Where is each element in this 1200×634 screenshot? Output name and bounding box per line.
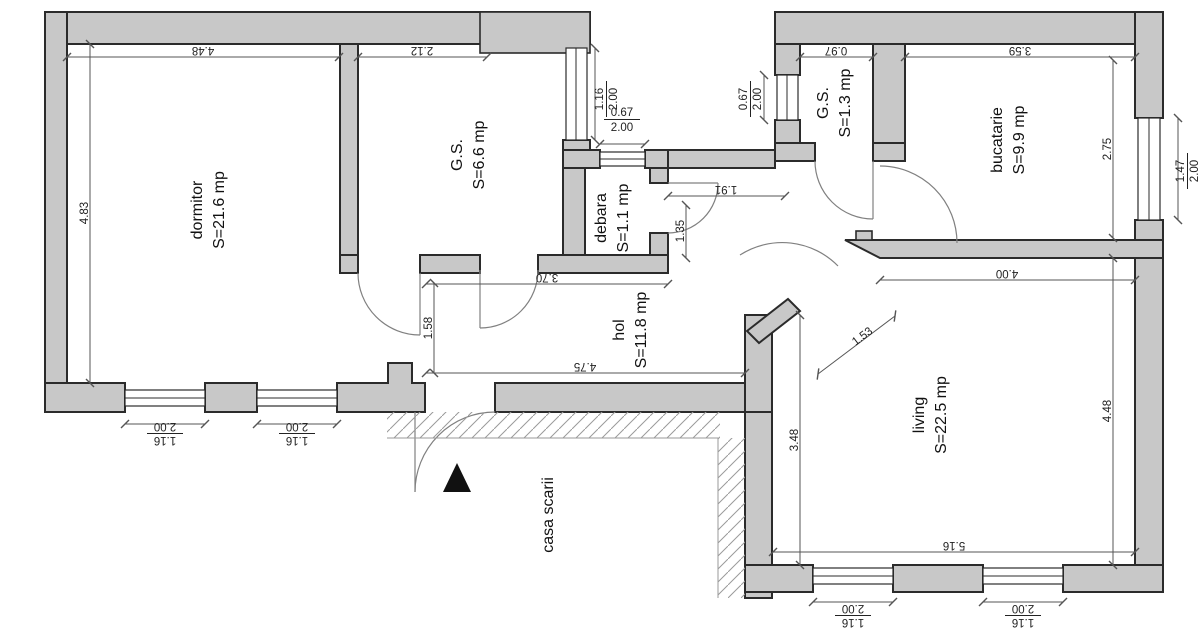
dim-living-bottom-width: 5.16: [943, 539, 965, 551]
room-label-debara: debara S=1.1 mp: [593, 183, 632, 252]
room-label-dormitor: dormitor S=21.6 mp: [189, 171, 228, 249]
window-label-den: 2.00: [608, 88, 620, 110]
walls: [44, 11, 1164, 599]
room-name: hol: [611, 319, 628, 340]
window-label-num: 1.16: [594, 88, 606, 110]
door-gs-mica: [814, 160, 874, 220]
window-gs-mica: [776, 74, 799, 121]
room-area: S=1.3 mp: [837, 68, 854, 137]
window-label-debara: 0.67 2.00: [604, 107, 640, 134]
room-name: living: [911, 397, 928, 433]
room-name: debara: [593, 193, 610, 243]
dim-hol-bottom-width: 4.75: [574, 360, 596, 372]
room-name: G.S.: [815, 87, 832, 119]
door-dormitor: [357, 272, 421, 336]
dim-hol-left-height: 1.58: [423, 317, 435, 339]
door-gs-mare: [479, 269, 539, 329]
room-area: S=1.1 mp: [615, 183, 632, 252]
room-label-casa-scarii: casa scarii: [540, 477, 557, 553]
window-label-den: 2.00: [286, 420, 308, 432]
window-bucatarie: [1137, 117, 1161, 221]
window-label-num: 1.47: [1175, 160, 1187, 182]
dimension-labels: 4.48 4.83 2.12 0.97 3.59 2.75 3.70 1.91 …: [79, 44, 1200, 628]
dim-dormitor-width: 4.48: [192, 44, 214, 56]
dim-gs-mica-width: 0.97: [825, 44, 847, 56]
room-area: S=11.8 mp: [633, 292, 650, 369]
dim-gs-mare-width: 2.12: [411, 44, 433, 56]
room-name: bucatarie: [989, 107, 1006, 173]
window-label-living-2: 1.16 2.00: [1005, 602, 1041, 628]
window-label-den: 2.00: [154, 420, 176, 432]
window-label-bucatarie: 1.47 2.00: [1175, 153, 1200, 189]
window-label-living-1: 1.16 2.00: [835, 602, 871, 628]
dim-alcove-width: 1.91: [715, 183, 737, 195]
dim-living-door-width: 1.53: [850, 325, 875, 348]
window-label-dormitor-2: 1.16 2.00: [279, 420, 315, 446]
dim-hol-top-width: 3.70: [536, 271, 558, 283]
room-area: S=6.6 mp: [471, 120, 488, 189]
dim-bucatarie-height: 2.75: [1102, 138, 1114, 160]
window-label-num: 1.16: [286, 434, 308, 446]
door-bucatarie: [879, 165, 958, 244]
window-label-dormitor-1: 1.16 2.00: [147, 420, 183, 446]
stairwell-hatch: [387, 412, 745, 598]
window-gs-mare: [565, 47, 588, 141]
window-label-num: 1.16: [842, 616, 864, 628]
room-labels: dormitor S=21.6 mp G.S. S=6.6 mp debara …: [189, 68, 1028, 552]
door-living: [739, 241, 839, 267]
room-label-gs-mare: G.S. S=6.6 mp: [449, 120, 488, 189]
window-label-den: 2.00: [752, 88, 764, 110]
dim-alcove-height: 1.35: [675, 220, 687, 242]
window-dormitor-2: [256, 389, 338, 407]
window-debara: [599, 151, 646, 167]
windows: [124, 47, 1161, 585]
window-living-1: [812, 567, 894, 585]
window-label-den: 2.00: [611, 122, 633, 134]
dimension-lines: [62, 39, 1183, 607]
dim-dormitor-height: 4.83: [79, 202, 91, 224]
window-label-den: 2.00: [842, 602, 864, 614]
room-area: S=9.9 mp: [1011, 105, 1028, 174]
window-label-den: 2.00: [1189, 160, 1200, 182]
room-name: dormitor: [189, 180, 206, 239]
window-label-num: 1.16: [1012, 616, 1034, 628]
entrance-arrow-icon: [443, 463, 471, 492]
window-label-num: 0.67: [611, 107, 633, 119]
room-area: S=21.6 mp: [211, 171, 228, 249]
dim-bucatarie-width: 3.59: [1009, 44, 1031, 56]
window-living-2: [982, 567, 1064, 585]
dim-living-right-height: 4.48: [1102, 400, 1114, 422]
window-label-gs-mare: 1.16 2.00: [594, 81, 620, 117]
window-label-den: 2.00: [1012, 602, 1034, 614]
window-label-gs-mica: 0.67 2.00: [738, 81, 764, 117]
room-name: G.S.: [449, 139, 466, 171]
window-label-num: 1.16: [154, 434, 176, 446]
room-label-hol: hol S=11.8 mp: [611, 292, 650, 369]
room-name: casa scarii: [540, 477, 557, 553]
room-label-gs-mica: G.S. S=1.3 mp: [815, 68, 854, 137]
dim-living-top-width: 4.00: [996, 267, 1018, 279]
window-label-num: 0.67: [738, 88, 750, 110]
dim-living-left-height: 3.48: [789, 429, 801, 451]
room-label-living: living S=22.5 mp: [911, 376, 950, 454]
window-dormitor-1: [124, 389, 206, 407]
room-area: S=22.5 mp: [933, 376, 950, 454]
room-label-bucatarie: bucatarie S=9.9 mp: [989, 105, 1028, 174]
